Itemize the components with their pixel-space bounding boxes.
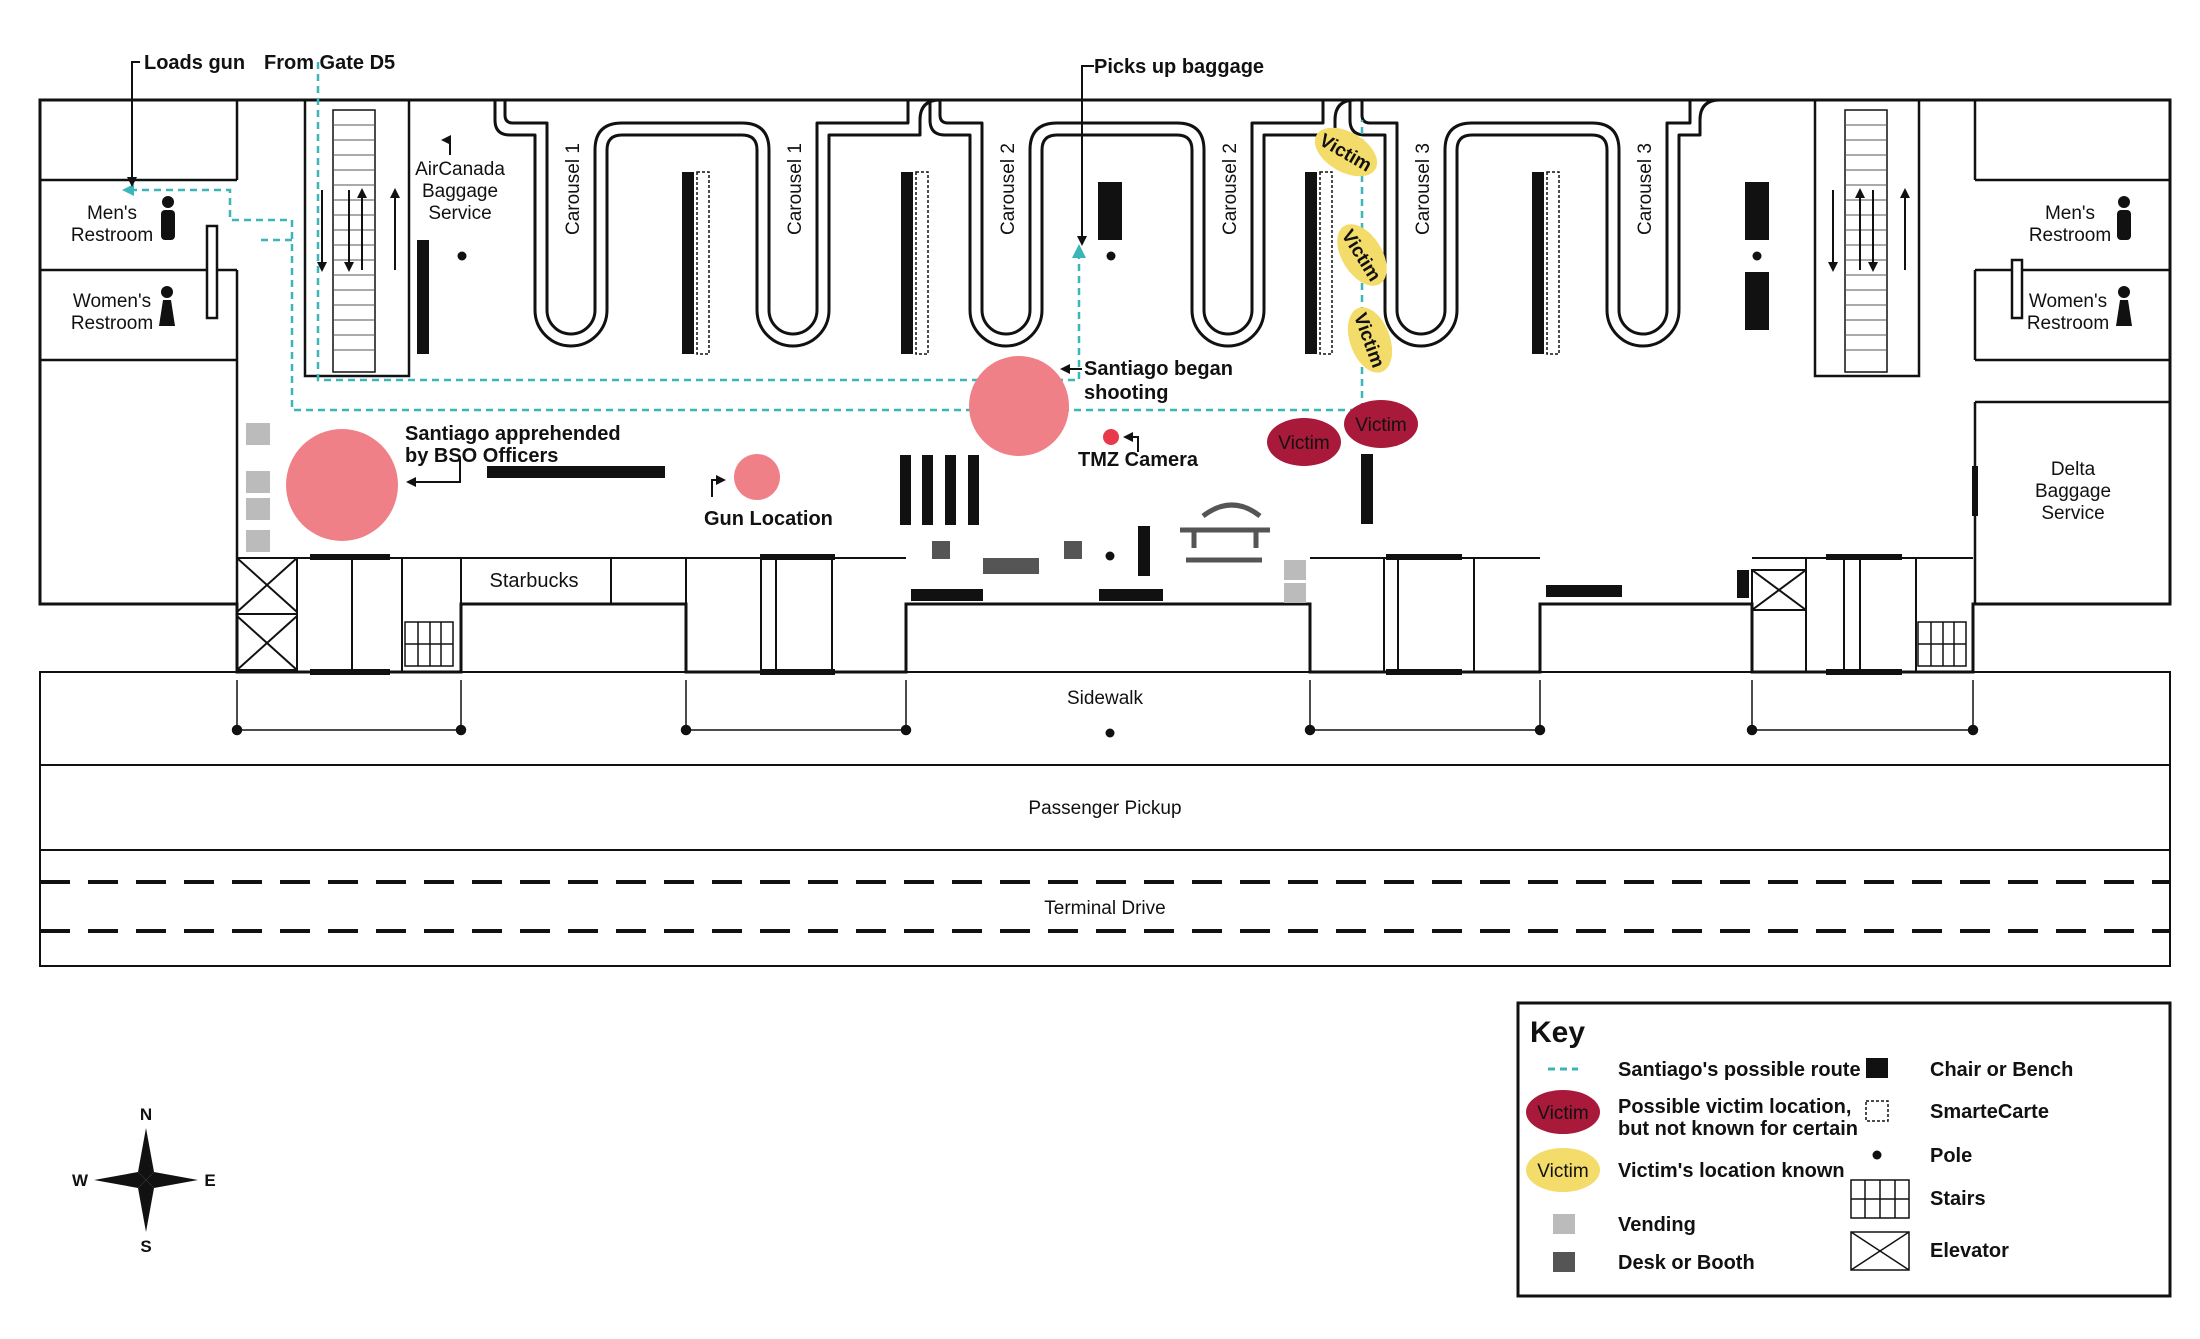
delta-label: Delta	[2051, 459, 2096, 480]
compass-e: E	[204, 1171, 215, 1190]
legend-elevator-swatch	[1850, 1231, 1910, 1271]
victim-possible-markers: Victim Victim	[1267, 400, 1418, 466]
legend-pole-label: Pole	[1930, 1145, 1972, 1167]
began-shooting-label: Santiago began	[1084, 358, 1233, 380]
poles	[457, 251, 1762, 738]
legend-elevator-label: Elevator	[1930, 1240, 2009, 1262]
legend-known-swatch-text: Victim	[1537, 1161, 1588, 1182]
annotation-leaders	[127, 61, 1139, 497]
shooting-start-marker	[969, 356, 1069, 456]
aircanada-label: Service	[428, 203, 491, 224]
victim-known-markers: Victim Victim Victim	[1314, 127, 1393, 373]
starbucks-label: Starbucks	[490, 570, 579, 592]
legend-route-label: Santiago's possible route	[1618, 1059, 1861, 1081]
legend-smartecarte-label: SmarteCarte	[1930, 1101, 2049, 1123]
compass-s: S	[140, 1237, 151, 1256]
legend: Key Santiago's possible route Victim Pos…	[1516, 1001, 2172, 1298]
legend-vending-label: Vending	[1618, 1214, 1696, 1236]
legend-chair-label: Chair or Bench	[1930, 1059, 2073, 1081]
legend-smartecarte-swatch	[1865, 1100, 1889, 1122]
streets	[39, 671, 2171, 967]
apprehension-marker	[286, 429, 398, 541]
event-circles	[286, 356, 1069, 541]
woman-icon	[159, 286, 175, 326]
legend-possible-swatch	[1526, 1090, 1600, 1134]
desks-booths	[932, 541, 1082, 574]
legend-desk-label: Desk or Booth	[1618, 1252, 1755, 1274]
terminal-drive-label: Terminal Drive	[1044, 898, 1165, 919]
legend-pole-swatch	[1872, 1150, 1882, 1160]
gun-location-marker	[734, 454, 780, 500]
apprehended-label: by BSO Officers	[405, 445, 558, 467]
legend-stairs-swatch	[1850, 1179, 1910, 1219]
carousels	[493, 98, 1721, 348]
route-arrow	[122, 184, 134, 196]
carousel-label: Carousel 1	[785, 143, 806, 235]
passenger-pickup-label: Passenger Pickup	[1028, 798, 1181, 819]
smartecarte-racks	[696, 171, 1560, 355]
apprehended-label: Santiago apprehended	[405, 423, 621, 445]
legend-chair-swatch	[1866, 1058, 1888, 1078]
from-gate-label: From Gate D5	[264, 52, 395, 74]
legend-known-label: Victim's location known	[1618, 1160, 1845, 1182]
restroom-icons	[159, 196, 2132, 326]
legend-possible-label: Possible victim location,	[1618, 1096, 1851, 1118]
carousel-labels: Carousel 1 Carousel 1 Carousel 2 Carouse…	[563, 143, 1656, 235]
compass-w: W	[72, 1171, 89, 1190]
gun-location-label: Gun Location	[704, 508, 833, 530]
aircanada-label: Baggage	[422, 181, 498, 202]
west-rooms	[40, 100, 239, 604]
benches	[417, 172, 1769, 601]
delta-label: Service	[2041, 503, 2104, 524]
victim-label: Victim	[1278, 433, 1329, 454]
route-arrow	[1072, 244, 1086, 258]
sidewalk-bollards	[231, 680, 1979, 736]
east-rooms	[1973, 100, 2170, 604]
carousel-label: Carousel 2	[998, 143, 1019, 235]
carousel-label: Carousel 1	[563, 143, 584, 235]
loads-gun-label: Loads gun	[144, 52, 245, 74]
tmz-camera-label: TMZ Camera	[1078, 449, 1199, 471]
info-desk	[1180, 502, 1270, 563]
delta-counter	[1972, 466, 1978, 516]
vending-machines	[246, 423, 1306, 603]
legend-vending-swatch	[1553, 1214, 1575, 1234]
womens-restroom-label: Women's	[73, 291, 151, 312]
escalator-east	[1813, 98, 1921, 378]
sidewalk-label: Sidewalk	[1067, 688, 1144, 709]
entrance-vestibules	[236, 557, 1973, 672]
began-shooting-label: shooting	[1084, 382, 1168, 404]
tmz-camera-marker	[1103, 429, 1119, 445]
mens-restroom-label: Men's	[87, 203, 137, 224]
carousel-label: Carousel 2	[1220, 143, 1241, 235]
womens-restroom-label: Restroom	[71, 313, 153, 334]
carousel-label: Carousel 3	[1413, 143, 1434, 235]
legend-desk-swatch	[1553, 1252, 1575, 1272]
picks-up-baggage-label: Picks up baggage	[1094, 56, 1264, 78]
delta-label: Baggage	[2035, 481, 2111, 502]
mens-restroom-label: Men's	[2045, 203, 2095, 224]
legend-possible-label: but not known for certain	[1618, 1118, 1858, 1140]
woman-icon	[2116, 286, 2132, 326]
womens-restroom-label: Restroom	[2027, 313, 2109, 334]
womens-restroom-label: Women's	[2029, 291, 2107, 312]
compass-n: N	[140, 1105, 152, 1124]
map-labels: Loads gun From Gate D5 Picks up baggage …	[71, 52, 2111, 919]
carousel-label: Carousel 3	[1635, 143, 1656, 235]
man-icon	[2117, 196, 2131, 240]
legend-possible-swatch-text: Victim	[1537, 1103, 1588, 1124]
aircanada-label: AirCanada	[415, 159, 505, 180]
legend-known-swatch	[1526, 1148, 1600, 1192]
mens-restroom-label: Restroom	[2029, 225, 2111, 246]
victim-label: Victim	[1355, 415, 1406, 436]
escalator-west	[303, 98, 411, 378]
compass-rose: N S W E	[72, 1105, 216, 1256]
lane-dashes	[40, 880, 2170, 933]
stairs-icon	[404, 621, 1967, 667]
man-icon	[161, 196, 175, 240]
legend-stairs-label: Stairs	[1930, 1188, 1986, 1210]
legend-title: Key	[1530, 1016, 1585, 1049]
mens-restroom-label: Restroom	[71, 225, 153, 246]
